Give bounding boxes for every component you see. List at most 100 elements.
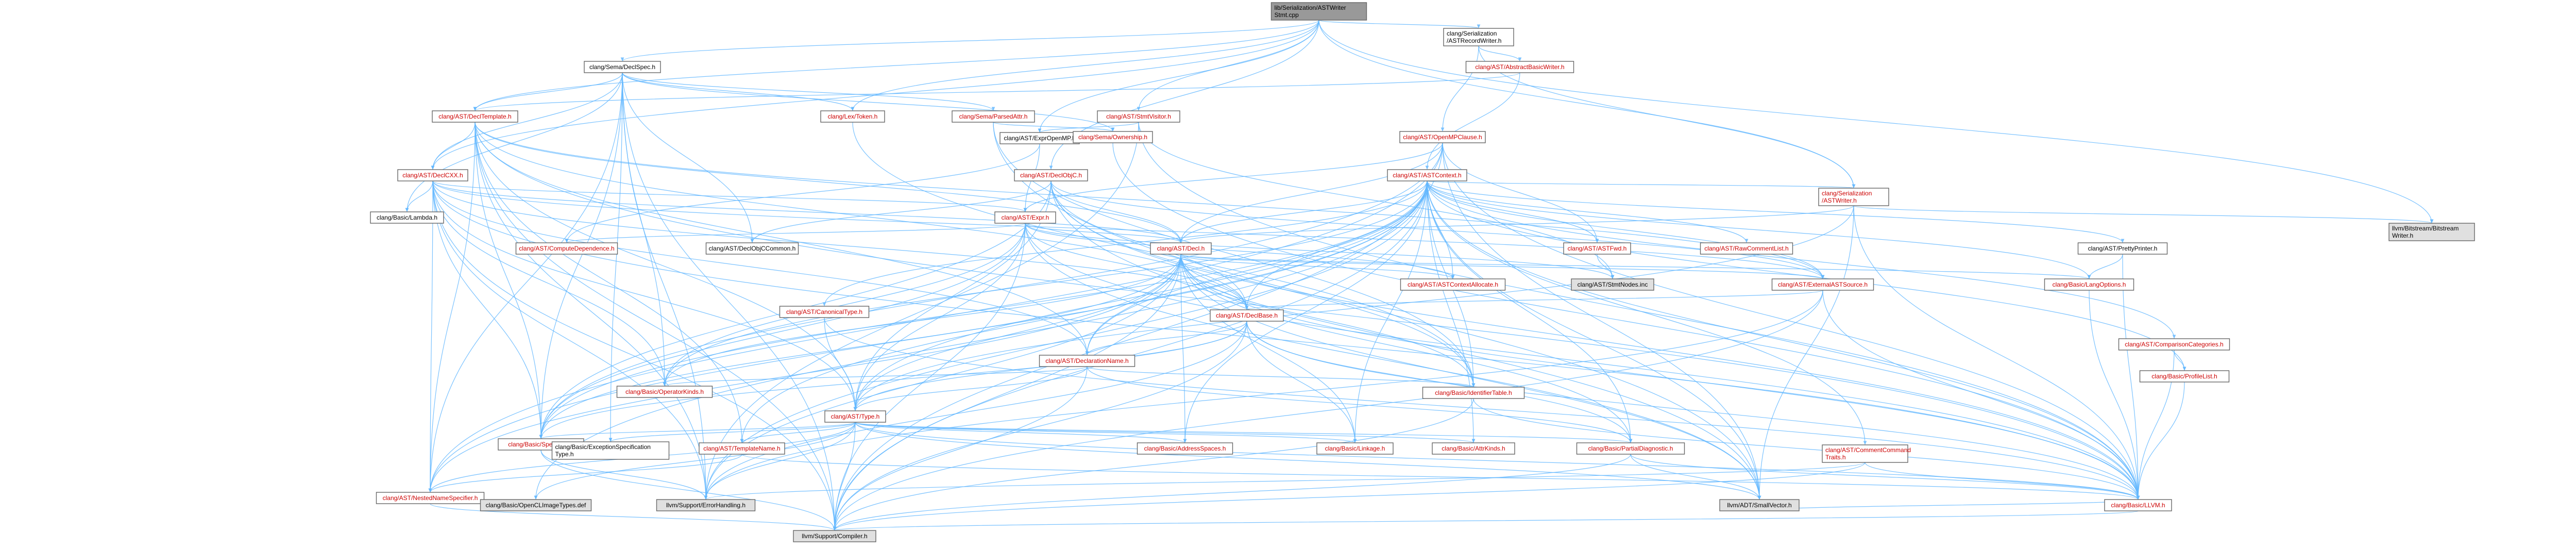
edge-declname-compiler [833, 366, 1088, 531]
graph-node-computedep[interactable]: clang/AST/ComputeDependence.h [515, 242, 618, 255]
edge-openmpclause-smallvector [1442, 142, 1761, 500]
graph-node-decl[interactable]: clang/AST/Decl.h [1150, 242, 1212, 255]
edge-declspec-parsedattr [622, 72, 995, 111]
graph-node-openmpclause[interactable]: clang/AST/OpenMPClause.h [1399, 131, 1486, 143]
node-box [793, 530, 876, 542]
graph-node-canonicaltype[interactable]: clang/AST/CanonicalType.h [779, 306, 870, 318]
graph-node-externalast[interactable]: clang/AST/ExternalASTSource.h [1771, 278, 1874, 291]
edge-expr-specifiers [539, 223, 1026, 439]
node-label: clang/Basic/LLVM.h [2111, 502, 2165, 509]
edge-serwriter-decl [1179, 205, 1854, 243]
graph-node-stmtvisitor[interactable]: clang/AST/StmtVisitor.h [1097, 110, 1180, 123]
edge-declspec-ownership [622, 72, 1115, 132]
graph-node-astcontext[interactable]: clang/AST/ASTContext.h [1387, 169, 1467, 181]
node-box [1316, 442, 1394, 455]
edge-root-bitstream [1318, 20, 2434, 224]
node-label: Stmt.cpp [1275, 11, 1299, 19]
graph-node-opencl: clang/Basic/OpenCLImageTypes.def [480, 499, 592, 511]
edge-type-attrkinds [855, 422, 1475, 443]
edge-parsedattr-ownership [993, 122, 1115, 132]
graph-node-rawcomment[interactable]: clang/AST/RawCommentList.h [1700, 242, 1793, 255]
node-label: clang/Serialization [1447, 30, 1497, 37]
graph-node-attrkinds[interactable]: clang/Basic/AttrKinds.h [1432, 442, 1515, 455]
edge-declbase-linkage [1246, 321, 1357, 443]
node-box [1771, 278, 1874, 291]
node-label: clang/AST/ExprOpenMP.h [1004, 135, 1075, 142]
graph-node-declobjc[interactable]: clang/AST/DeclObjC.h [1014, 169, 1088, 181]
node-label: clang/Serialization [1822, 190, 1872, 197]
edge-declcxx-errorhandling [432, 180, 708, 500]
graph-node-profilelist[interactable]: clang/Basic/ProfileList.h [2139, 370, 2230, 383]
node-box [779, 306, 870, 318]
node-label: clang/Lex/Token.h [828, 113, 878, 120]
graph-node-parsedattr[interactable]: clang/Sema/ParsedAttr.h [952, 110, 1035, 123]
graph-node-astcontextalloc[interactable]: clang/AST/ASTContextAllocate.h [1400, 278, 1506, 291]
graph-node-ownership[interactable]: clang/Sema/Ownership.h [1073, 131, 1153, 143]
graph-node-identtable[interactable]: clang/Basic/IdentifierTable.h [1422, 387, 1525, 399]
edge-root-exprobjc [1038, 20, 1319, 133]
graph-node-astfwd[interactable]: clang/AST/ASTFwd.h [1563, 242, 1631, 255]
graph-node-declname[interactable]: clang/AST/DeclarationName.h [1039, 355, 1136, 367]
edge-expr-smallvector [1025, 223, 1761, 500]
edge-prettyprinter-llvmh [2122, 254, 2140, 500]
edge-decl-specifiers [539, 254, 1181, 439]
graph-node-opkinds[interactable]: clang/Basic/OperatorKinds.h [616, 386, 713, 398]
graph-node-declcxx[interactable]: clang/AST/DeclCXX.h [397, 169, 468, 181]
node-box [1818, 188, 1889, 206]
graph-node-templatename[interactable]: clang/AST/TemplateName.h [699, 442, 785, 455]
edge-expr-computedep [565, 223, 1026, 243]
graph-node-comparison[interactable]: clang/AST/ComparisonCategories.h [2118, 338, 2230, 351]
graph-node-lambda[interactable]: clang/Basic/Lambda.h [370, 211, 444, 224]
graph-node-absbasicwriter[interactable]: clang/AST/AbstractBasicWriter.h [1465, 61, 1574, 73]
graph-node-decltemplate[interactable]: clang/AST/DeclTemplate.h [432, 110, 518, 123]
graph-node-exprobjc[interactable]: clang/AST/ExprOpenMP.h [999, 132, 1080, 144]
edge-externalast-declbase [1245, 290, 1823, 310]
edge-astcontext-addrspaces [1183, 180, 1428, 443]
edge-expr-opkinds [663, 223, 1026, 387]
graph-node-recordwriter[interactable]: clang/Serialization/ASTRecordWriter.h [1443, 28, 1514, 46]
edge-declbase-specifiers [539, 321, 1247, 439]
edge-serwriter-llvmh [1853, 205, 2140, 500]
graph-node-expr[interactable]: clang/AST/Expr.h [994, 211, 1056, 224]
node-label: clang/AST/ASTContext.h [1393, 172, 1461, 179]
node-box [584, 61, 661, 73]
graph-node-serwriter[interactable]: clang/Serialization/ASTWriter.h [1818, 188, 1889, 206]
edge-decl-declname [1085, 254, 1181, 356]
edge-stmtvisitor-stmtnodes [1138, 122, 1615, 279]
graph-node-declbase[interactable]: clang/AST/DeclBase.h [1210, 309, 1284, 322]
graph-node-addrspaces[interactable]: clang/Basic/AddressSpaces.h [1137, 442, 1233, 455]
edge-astcontext-decl [1179, 180, 1428, 243]
graph-node-errorhandling: llvm/Support/ErrorHandling.h [656, 499, 756, 511]
graph-node-prettyprinter[interactable]: clang/AST/PrettyPrinter.h [2077, 242, 2168, 255]
graph-node-llvmh[interactable]: clang/Basic/LLVM.h [2104, 499, 2172, 511]
graph-node-linkage[interactable]: clang/Basic/Linkage.h [1316, 442, 1394, 455]
edge-declcxx-nestedname [428, 180, 433, 493]
edge-decltemplate-nestedname [428, 122, 476, 493]
graph-node-declspec[interactable]: clang/Sema/DeclSpec.h [584, 61, 661, 73]
graph-node-langoptions[interactable]: clang/Basic/LangOptions.h [2044, 278, 2134, 291]
edge-langoptions-llvmh [2089, 290, 2140, 500]
graph-node-type[interactable]: clang/AST/Type.h [824, 410, 886, 423]
node-box [824, 410, 886, 423]
node-box [551, 441, 670, 460]
graph-node-smallvector: llvm/ADT/SmallVector.h [1719, 499, 1800, 511]
edge-specifiers-compiler [540, 450, 837, 531]
edge-declname-identtable [1087, 366, 1476, 388]
edge-astcontext-opkinds [663, 180, 1428, 387]
graph-node-nestedname[interactable]: clang/AST/NestedNameSpecifier.h [376, 492, 485, 504]
graph-node-partialdiag[interactable]: clang/Basic/PartialDiagnostic.h [1576, 442, 1685, 455]
edge-declspec-decltemplate [473, 72, 623, 111]
edge-exprobjc-computedep [565, 143, 1040, 243]
node-box [397, 169, 468, 181]
graph-node-lextoken[interactable]: clang/Lex/Token.h [820, 110, 885, 123]
edge-lextoken-identtable [852, 122, 1476, 388]
node-label: clang/AST/ASTFwd.h [1568, 245, 1627, 252]
node-label: clang/AST/DeclTemplate.h [438, 113, 511, 120]
edge-declspec-errorhandling [622, 72, 708, 500]
graph-node-declobjccommon[interactable]: clang/AST/DeclObjCCommon.h [705, 242, 799, 255]
node-label: /ASTRecordWriter.h [1447, 37, 1501, 44]
edge-comparison-profilelist [2174, 350, 2187, 371]
edge-llvmh-smallvector [1758, 499, 2139, 511]
